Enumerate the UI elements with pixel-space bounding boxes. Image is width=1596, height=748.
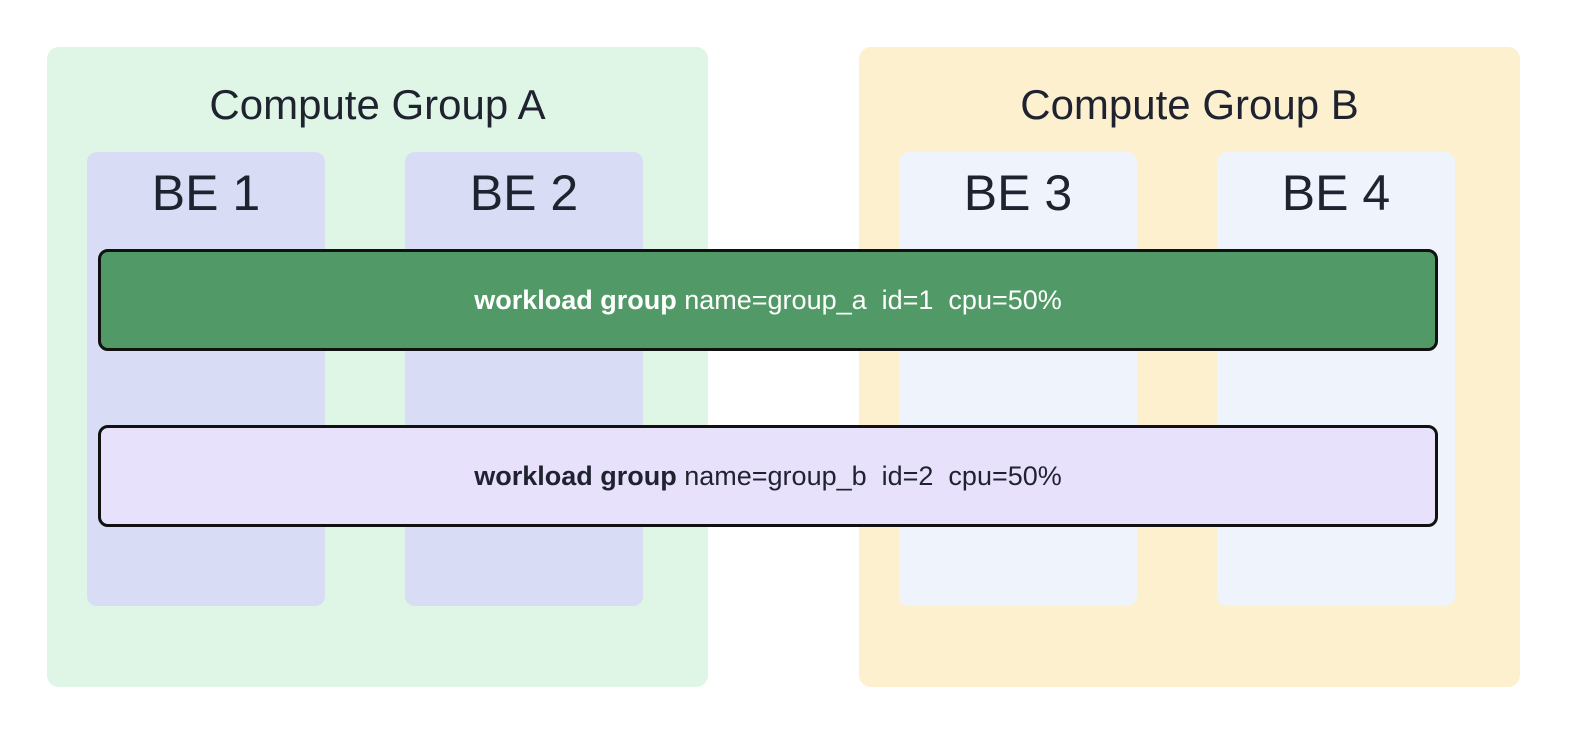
workload-group-b-separator <box>677 461 685 492</box>
backend-be-3: BE 3 <box>899 152 1137 606</box>
backend-be-2-label: BE 2 <box>469 165 579 221</box>
workload-group-a-bar: workload group name=group_a id=1 cpu=50% <box>98 249 1438 351</box>
workload-group-b-heading: workload group <box>474 460 677 491</box>
backend-be-4-label: BE 4 <box>1281 165 1391 221</box>
workload-group-b-bar: workload group name=group_b id=2 cpu=50% <box>98 425 1438 527</box>
compute-group-a-title: Compute Group A <box>209 81 546 128</box>
backend-be-1-label: BE 1 <box>151 165 261 221</box>
compute-group-b-title: Compute Group B <box>1020 81 1359 128</box>
backend-be-2: BE 2 <box>405 152 643 606</box>
backend-be-4: BE 4 <box>1217 152 1455 606</box>
backend-be-3-label: BE 3 <box>963 165 1073 221</box>
workload-group-a-details: name=group_a id=1 cpu=50% <box>684 284 1062 315</box>
workload-group-a-separator <box>677 285 685 316</box>
workload-group-b-details: name=group_b id=2 cpu=50% <box>684 460 1062 491</box>
backend-be-1: BE 1 <box>87 152 325 606</box>
workload-group-a-heading: workload group <box>474 284 677 315</box>
